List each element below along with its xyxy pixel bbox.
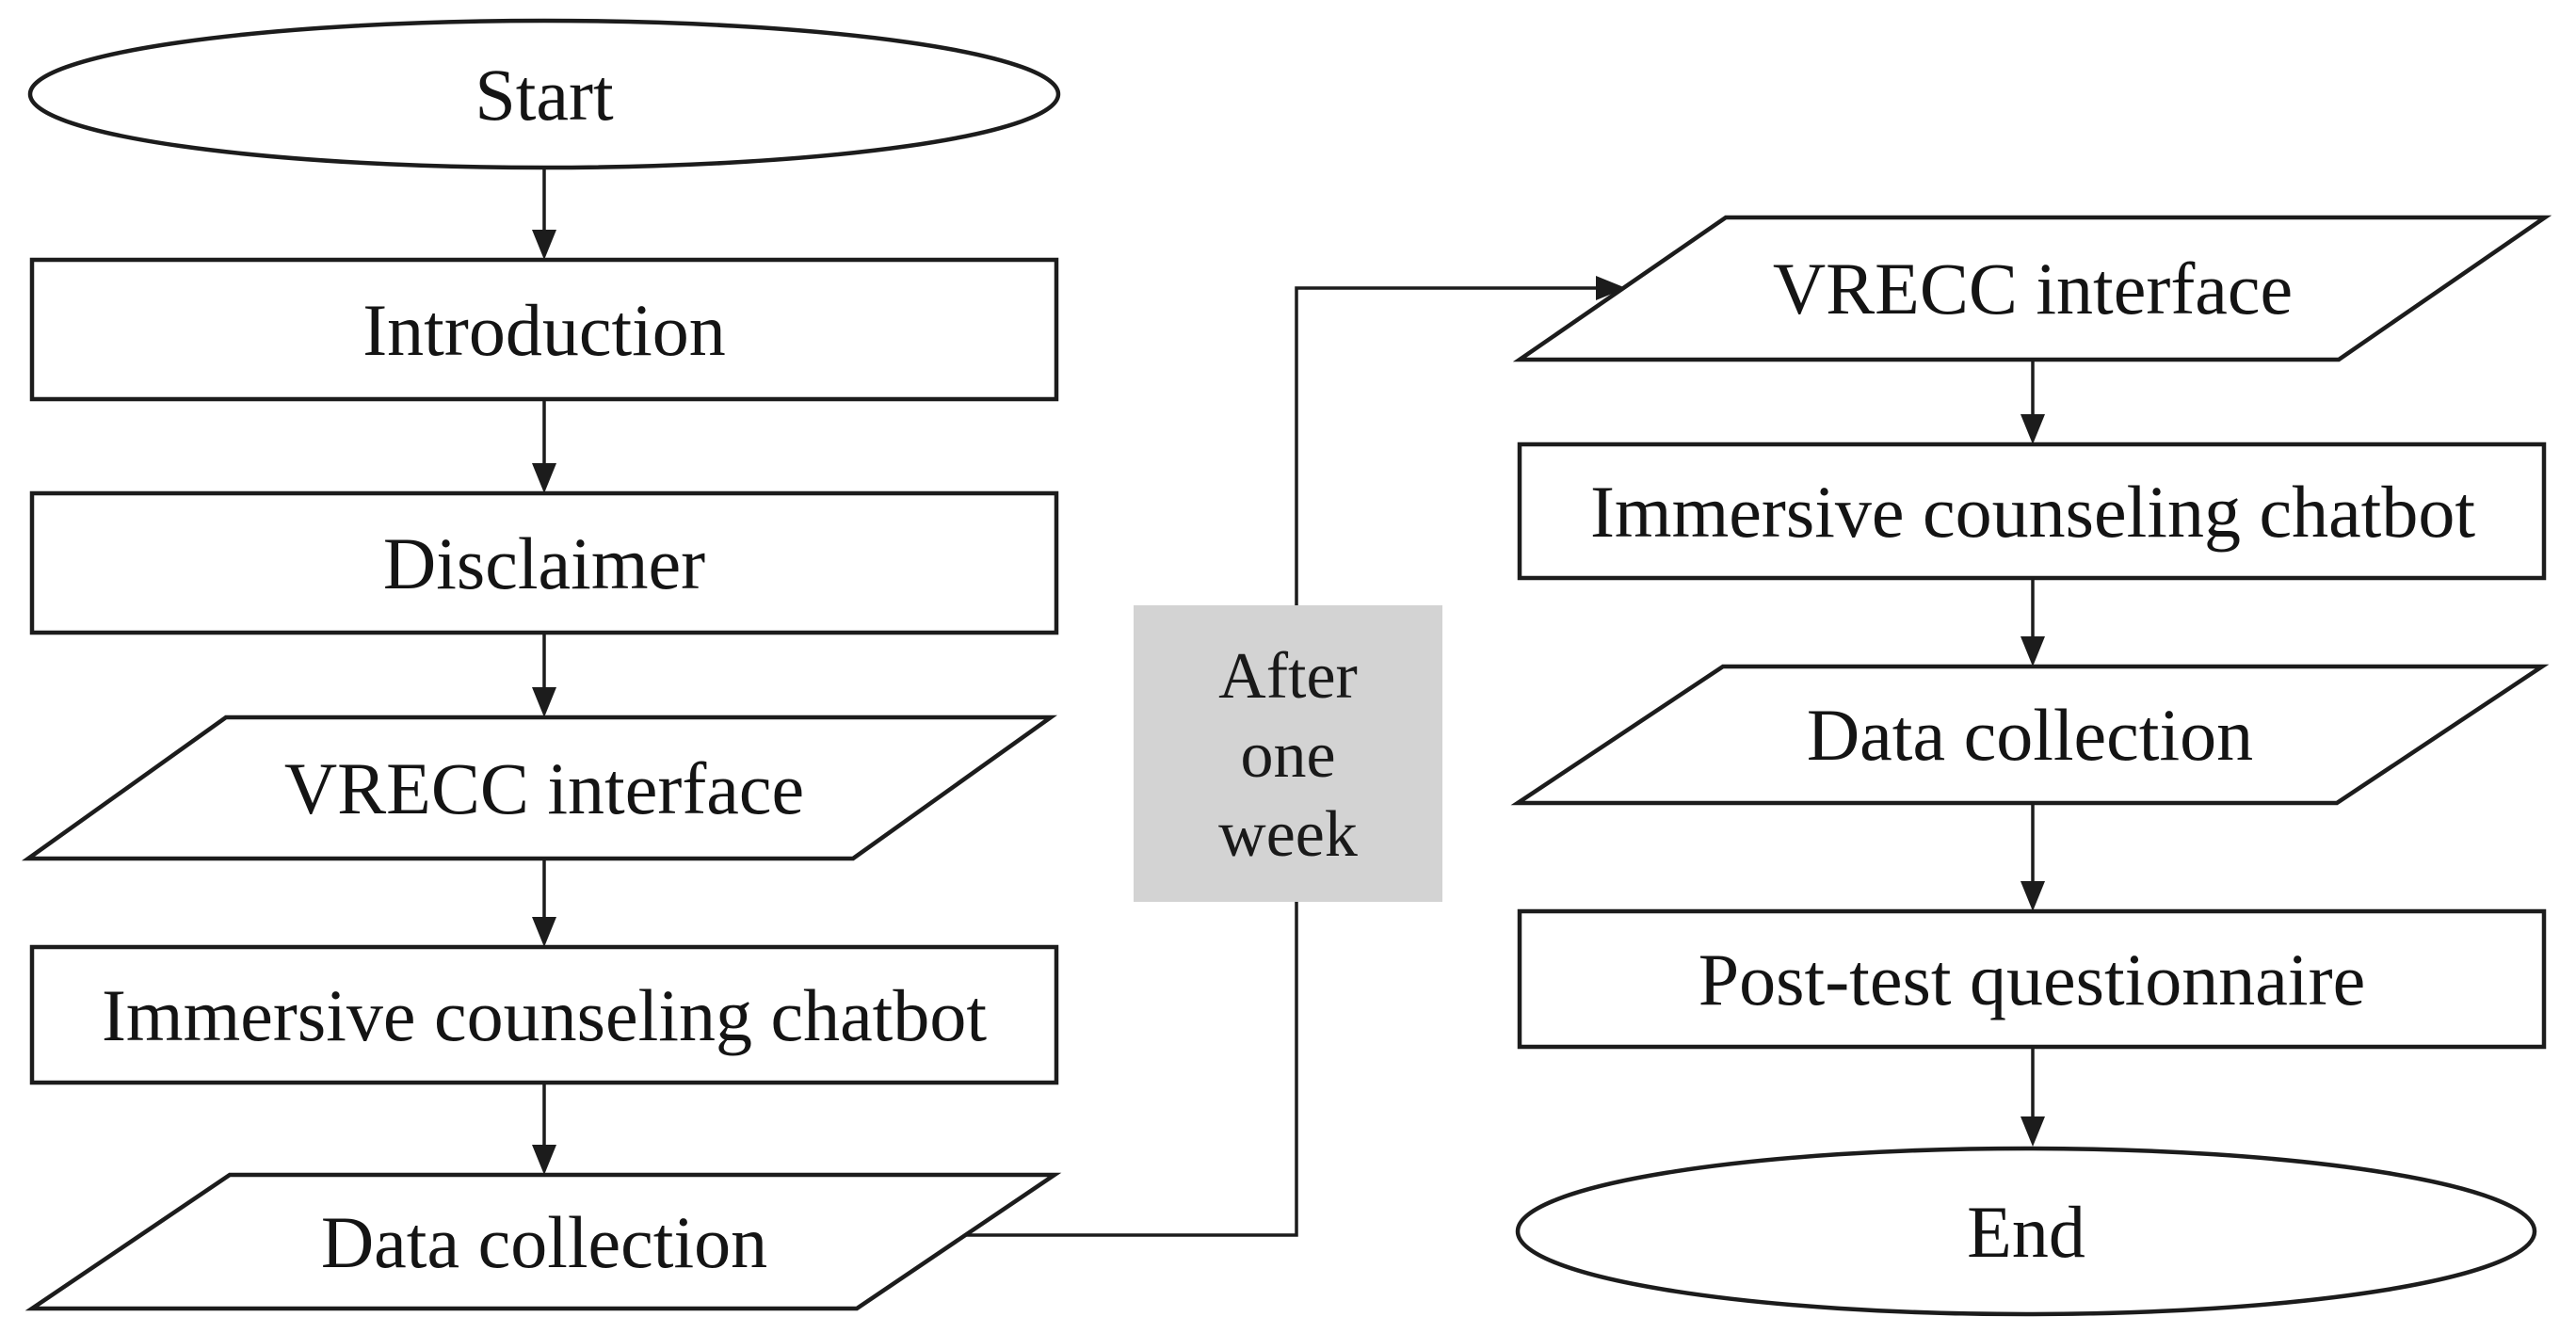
data-collection-1-node [24, 1172, 1062, 1311]
after-one-week-label-line1: After [1218, 640, 1358, 713]
introduction-node [29, 257, 1059, 402]
post-test-label: Post-test questionnaire [1699, 939, 2365, 1020]
after-one-week-label-line3: week [1218, 798, 1358, 871]
post-test-node [1517, 908, 2547, 1050]
after-one-week-box [1134, 605, 1442, 902]
chatbot-2-label: Immersive counseling chatbot [1590, 471, 2475, 553]
end-label: End [1967, 1191, 2085, 1273]
vrecc-interface-2-label: VRECC interface [1773, 248, 2293, 329]
after-one-week-connector: After one week [965, 276, 1626, 1237]
after-one-week-label-line2: one [1240, 719, 1335, 792]
data-collection-2-node [1510, 664, 2550, 806]
vrecc-interface-2-node [1512, 215, 2552, 362]
chatbot-2-node [1517, 442, 2547, 581]
start-label: Start [475, 54, 614, 136]
disclaimer-label: Disclaimer [383, 522, 705, 604]
introduction-label: Introduction [362, 289, 726, 371]
vrecc-interface-1-node [21, 715, 1058, 861]
right-column: VRECC interface Immersive counseling cha… [1510, 215, 2552, 1317]
chatbot-1-node [29, 944, 1059, 1085]
left-column: Start Introduction Disclaimer VRECC inte… [21, 18, 1062, 1311]
end-node [1515, 1146, 2537, 1317]
data-collection-1-label: Data collection [321, 1201, 767, 1283]
chatbot-1-label: Immersive counseling chatbot [102, 974, 987, 1056]
vrecc-interface-1-label: VRECC interface [284, 747, 804, 829]
data-collection-2-label: Data collection [1807, 694, 2253, 776]
